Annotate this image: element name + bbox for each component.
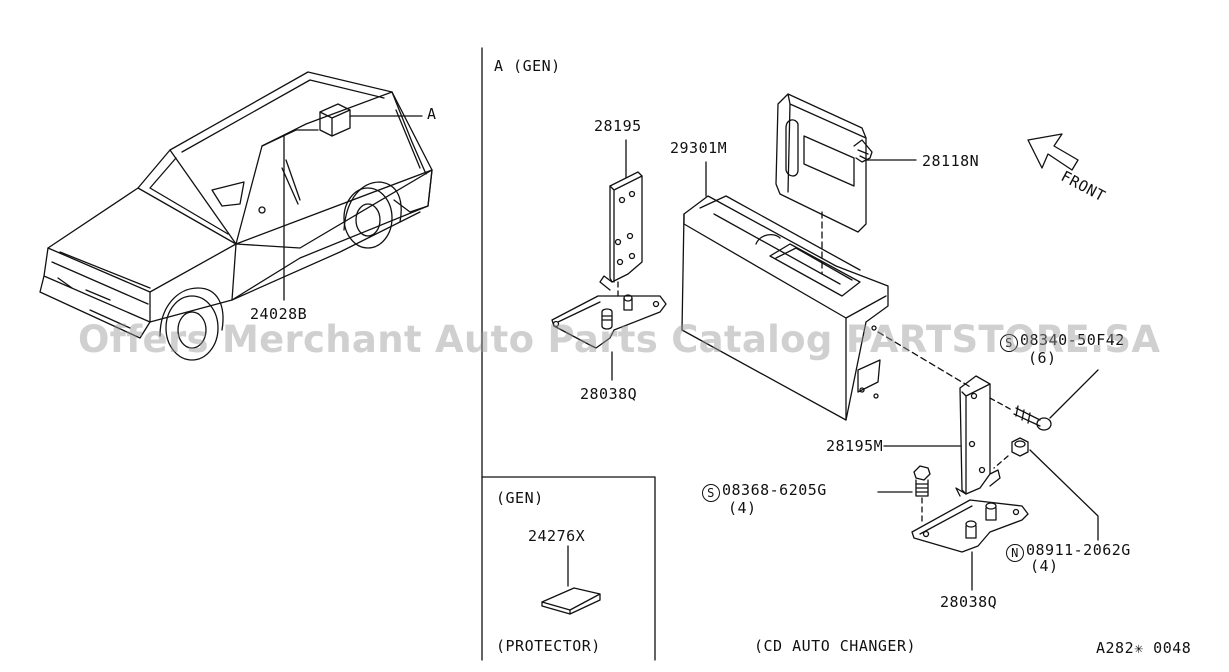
protector-24276x xyxy=(541,545,601,615)
label-28118n: 28118N xyxy=(922,152,980,170)
controller-28118n xyxy=(775,93,917,275)
inset-title: (GEN) xyxy=(496,489,544,507)
label-24276x: 24276X xyxy=(528,527,586,545)
view-a-title: A (GEN) xyxy=(494,57,561,75)
bracket-28038q-left xyxy=(551,294,667,381)
front-arrow-icon xyxy=(1027,133,1079,171)
bottom-caption: (CD AUTO CHANGER) xyxy=(754,637,917,655)
nut-number: 08911-2062G xyxy=(1026,541,1131,559)
watermark: Offers Merchant Auto Parts Catalog PARTS… xyxy=(78,318,1161,361)
screw-08368-6205g xyxy=(877,465,931,525)
screw-left-number: 08368-6205G xyxy=(722,481,827,499)
car-illustration xyxy=(39,71,433,361)
bracket-28195m xyxy=(883,375,1001,497)
label-28195m: 28195M xyxy=(826,437,884,455)
label-29301m: 29301M xyxy=(670,139,728,157)
label-28038q-right: 28038Q xyxy=(940,593,998,611)
screw-08340-50f42 xyxy=(989,369,1099,431)
nut-prefix-badge: N xyxy=(1006,544,1024,562)
diagram-code: A282✳ 0048 xyxy=(1096,639,1192,657)
callout-a: A xyxy=(427,105,437,123)
bracket-28195 xyxy=(599,139,643,297)
screw-prefix-badge: S xyxy=(1000,334,1018,352)
label-nut-qty: (4) xyxy=(1030,557,1059,575)
nut-08911-2062g xyxy=(993,437,1099,541)
label-screw-left-qty: (4) xyxy=(728,499,757,517)
bracket-28038q-right xyxy=(911,499,1029,591)
inset-caption: (PROTECTOR) xyxy=(496,637,601,655)
label-28195: 28195 xyxy=(594,117,642,135)
panel-dividers xyxy=(481,47,656,661)
label-screw-top-qty: (6) xyxy=(1028,349,1057,367)
screw-prefix-badge: S xyxy=(702,484,720,502)
label-24028b: 24028B xyxy=(250,305,308,323)
cd-changer-29301m xyxy=(681,161,889,421)
label-28038q-left: 28038Q xyxy=(580,385,638,403)
screw-top-number: 08340-50F42 xyxy=(1020,331,1125,349)
alignment-line xyxy=(877,331,973,389)
